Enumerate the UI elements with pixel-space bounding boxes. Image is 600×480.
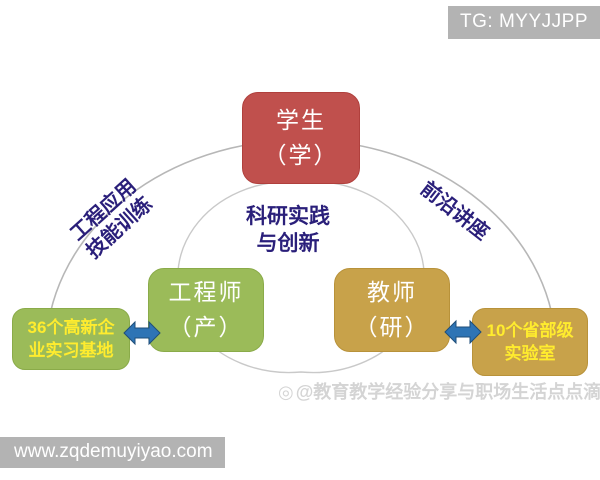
node-laboratories[interactable]: 10个省部级 实验室 <box>472 308 588 376</box>
node-teacher[interactable]: 教师 （研） <box>334 268 450 352</box>
watermark-account-text: @教育教学经验分享与职场生活点点滴 <box>295 382 600 402</box>
node-labs-line1: 10个省部级 <box>486 320 574 340</box>
node-engineer-line2: （产） <box>168 314 244 340</box>
label-center-line2: 与创新 <box>256 232 320 256</box>
node-student[interactable]: 学生 （学） <box>242 92 360 184</box>
node-labs-line2: 实验室 <box>504 344 556 363</box>
double-arrow-icon-right <box>444 319 482 345</box>
tag-banner: TG: MYYJJPP <box>448 6 600 39</box>
url-banner: www.zqdemuyiyao.com <box>0 437 225 468</box>
node-student-line1: 学生 <box>276 107 326 134</box>
node-student-line2: （学） <box>263 142 339 168</box>
node-teacher-line1: 教师 <box>367 279 417 306</box>
node-internship-bases[interactable]: 36个高新企 业实习基地 <box>12 308 130 370</box>
label-research-innovation: 科研实践 与创新 <box>246 203 330 258</box>
node-engineer[interactable]: 工程师 （产） <box>148 268 264 352</box>
account-badge-icon: ◎ <box>278 382 294 402</box>
node-engineer-line1: 工程师 <box>168 279 244 306</box>
node-bases-line2: 业实习基地 <box>28 341 114 360</box>
inner-arc-bottom <box>195 329 407 374</box>
label-center-line1: 科研实践 <box>246 205 330 228</box>
node-bases-line1: 36个高新企 <box>27 317 115 337</box>
watermark-account: ◎@教育教学经验分享与职场生活点点滴 <box>278 378 600 404</box>
double-arrow-icon-left <box>123 320 161 346</box>
node-teacher-line2: （研） <box>354 314 430 340</box>
